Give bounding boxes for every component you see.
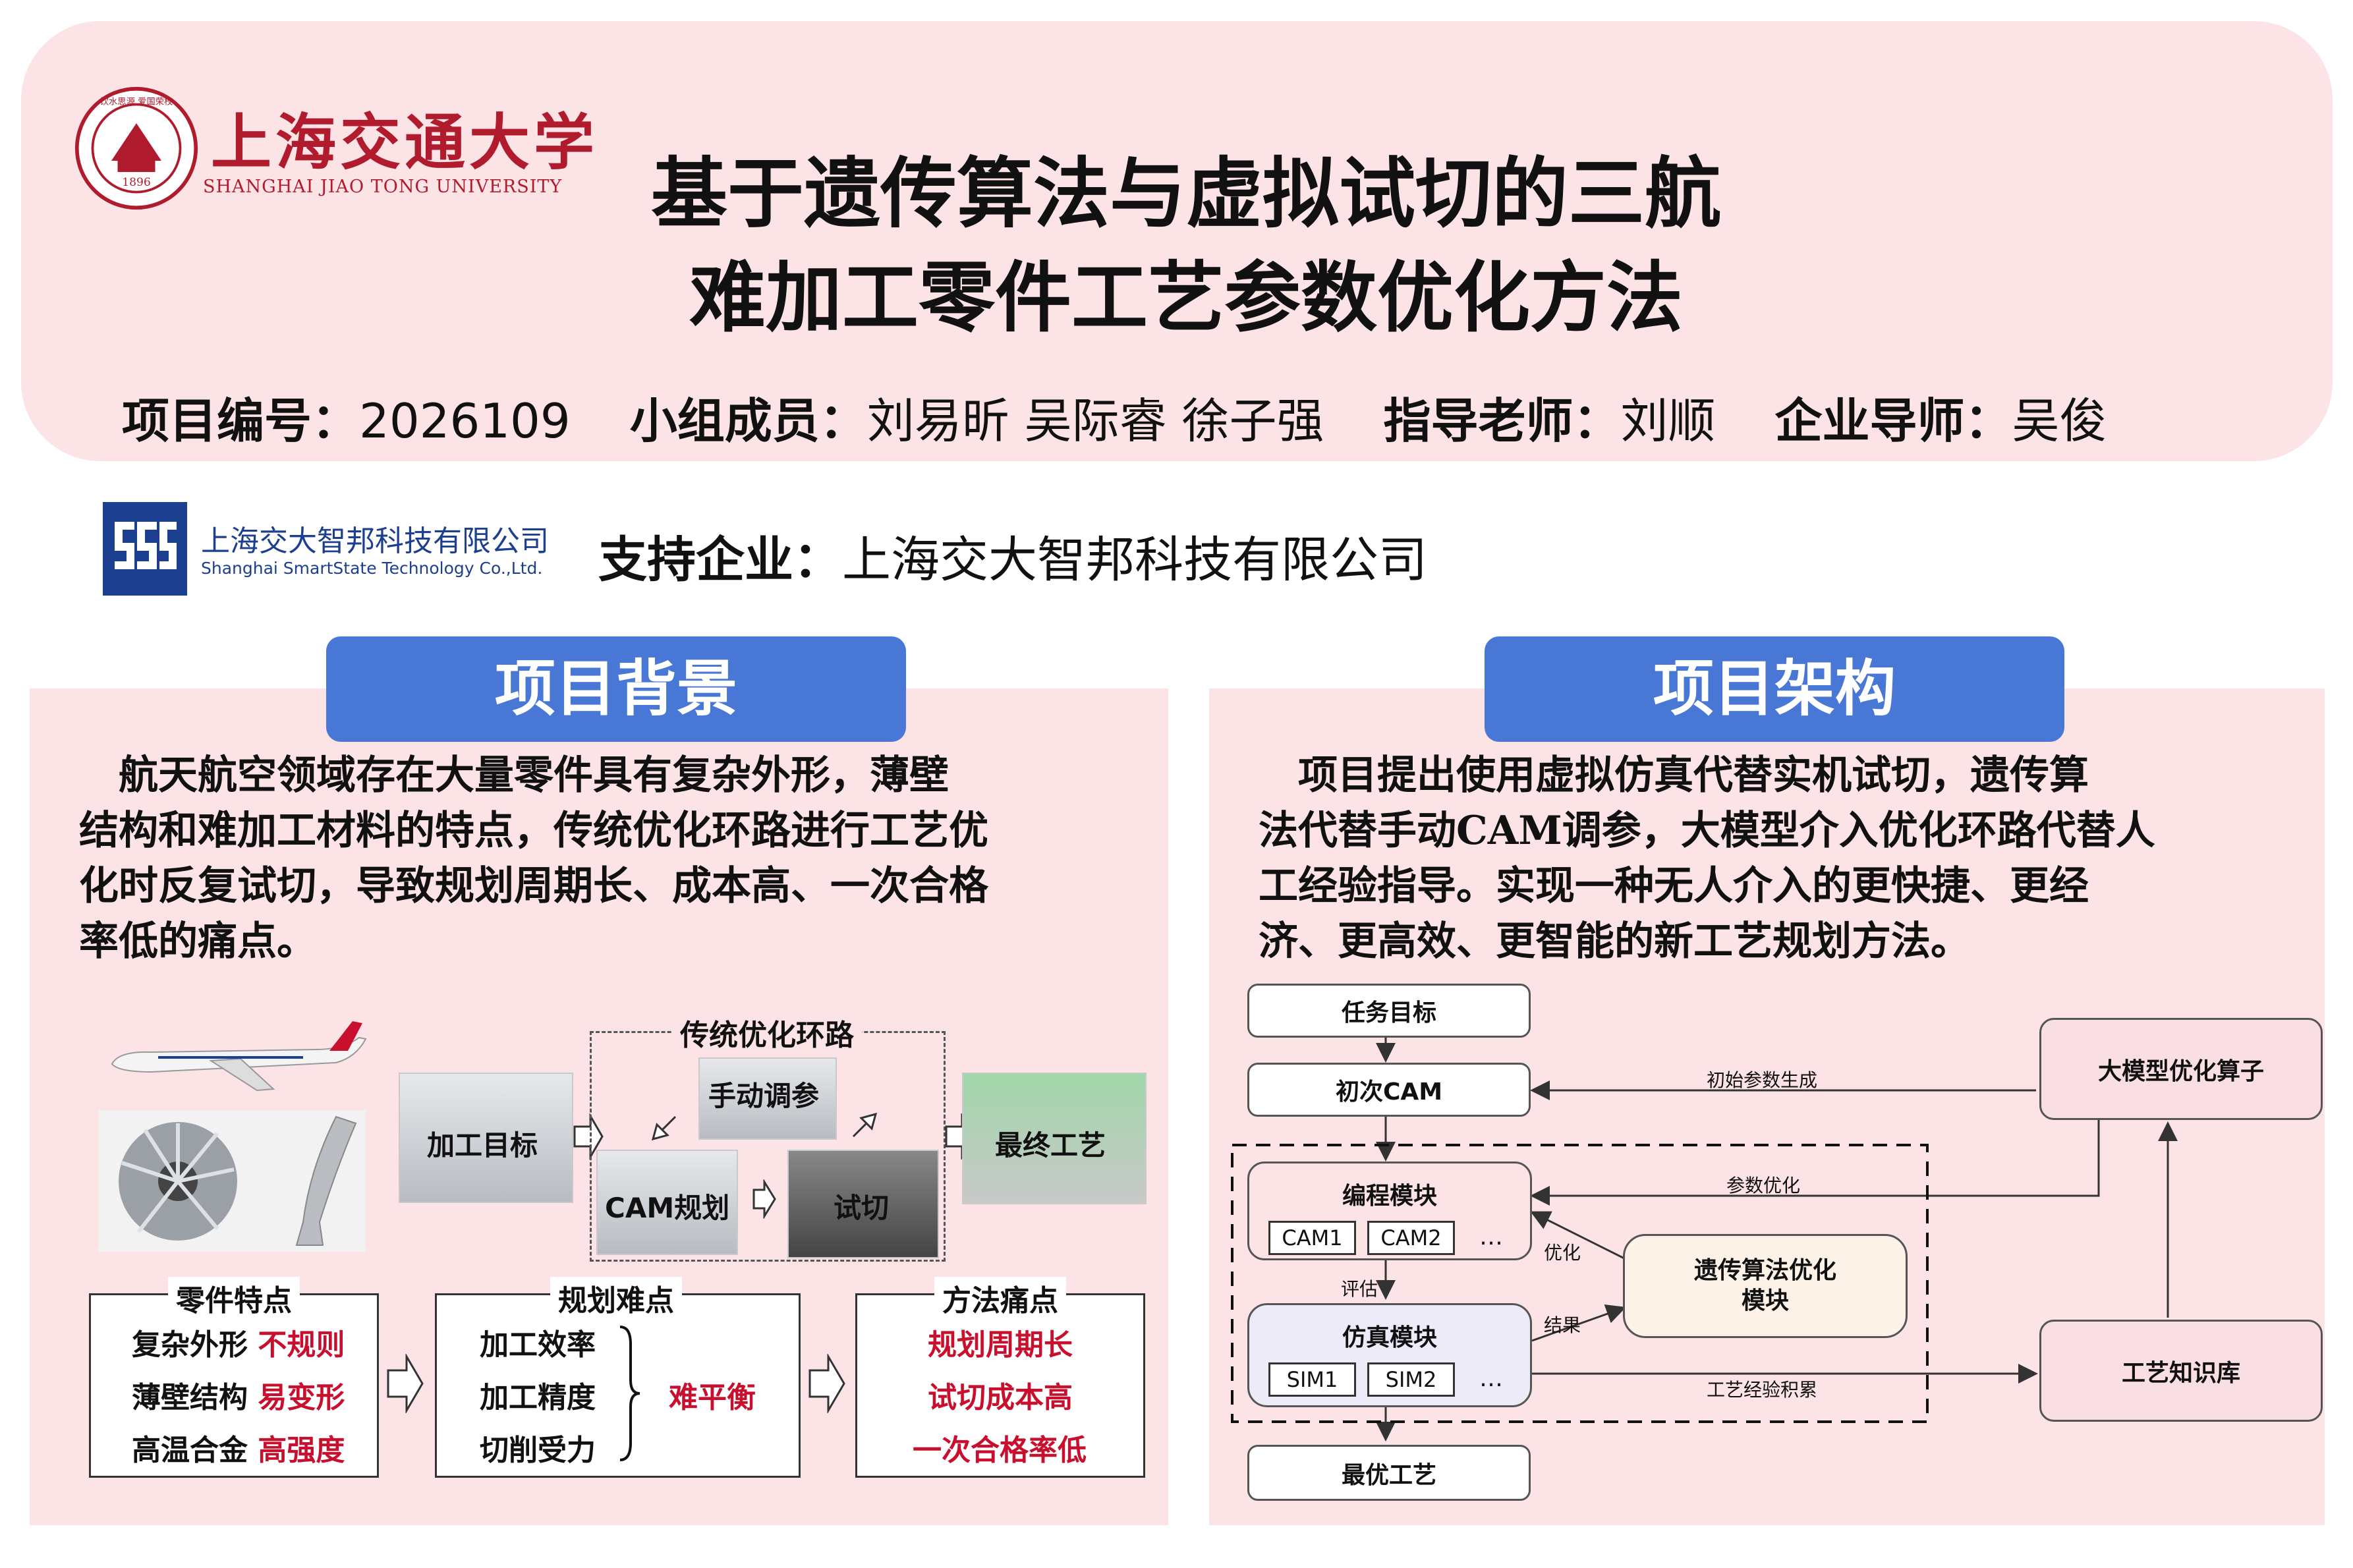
svg-text:1896: 1896 [122, 176, 151, 189]
final-process-image [962, 1073, 1147, 1204]
members-label: 小组成员： [629, 393, 867, 449]
brace-icon [619, 1326, 640, 1461]
sjtu-seal-icon: 1896 饮水思源 爱国荣校 [74, 86, 198, 210]
step-target: 加工目标 [427, 1129, 538, 1162]
trial-cut-image [787, 1150, 939, 1258]
architecture-paragraph: 项目提出使用虚拟仿真代替实机试切，遗传算 法代替手动CAM调参，大模型介入优化环… [1259, 752, 2155, 965]
feature-row: 薄壁结构 易变形 [132, 1381, 345, 1414]
task-goal-node: 任务目标 [1247, 984, 1531, 1038]
blade-image [257, 1110, 366, 1252]
mentor: 吴俊 [2012, 393, 2107, 449]
planning-difficulty-title: 规划难点 [550, 1277, 682, 1319]
arrow-loop-icon [752, 1179, 776, 1219]
manual-tuning-image [698, 1057, 837, 1140]
architecture-tab: 项目架构 [1485, 636, 2064, 742]
support-company: 支持企业：上海交大智邦科技有限公司 [598, 520, 1427, 591]
smartstate-logo-icon [103, 502, 187, 596]
architecture-connectors [1231, 1038, 2178, 1442]
method-pain-box [855, 1293, 1145, 1478]
sim-ellipsis: … [1479, 1365, 1503, 1392]
step-trial: 试切 [834, 1192, 890, 1224]
mentor-label: 企业导师： [1774, 393, 2012, 449]
cam-image [596, 1150, 738, 1255]
header-band [21, 21, 2333, 461]
arrow-loop-icon [651, 1115, 677, 1141]
arrow-right-icon [387, 1354, 424, 1413]
background-paragraph: 航天航空领域存在大量零件具有复杂外形，薄壁 结构和难加工材料的特点，传统优化环路… [79, 752, 988, 965]
knowledge-base-node: 工艺知识库 [2039, 1320, 2323, 1422]
part-features-title: 零件特点 [168, 1277, 300, 1319]
edge-label-evaluate: 评估 [1341, 1278, 1378, 1300]
cam1-chip: CAM1 [1268, 1221, 1356, 1255]
planning-difficulty-box [435, 1293, 801, 1478]
best-process-node: 最优工艺 [1247, 1445, 1531, 1501]
sjtu-name-en: SHANGHAI JIAO TONG UNIVERSITY [203, 177, 563, 197]
method-pain-title: 方法痛点 [934, 1277, 1066, 1319]
advisor: 刘顺 [1620, 393, 1716, 449]
cam2-chip: CAM2 [1367, 1221, 1455, 1255]
background-tab: 项目背景 [326, 636, 906, 742]
arrow-right-icon [808, 1354, 845, 1413]
feature-row: 高温合金 高强度 [132, 1434, 345, 1467]
ga-optimization-node: 遗传算法优化 模块 [1623, 1234, 1908, 1338]
edge-label-init-param: 初始参数生成 [1707, 1069, 1818, 1091]
difficulty-row: 切削受力 [480, 1434, 596, 1467]
target-part-image [399, 1073, 573, 1203]
llm-operator-node: 大模型优化算子 [2039, 1018, 2323, 1120]
sjtu-name-cn: 上海交通大学 [211, 107, 599, 178]
difficulty-result: 难平衡 [669, 1381, 756, 1414]
cam-ellipsis: … [1479, 1223, 1503, 1250]
poster-title-line1: 基于遗传算法与虚拟试切的三航 [651, 150, 1721, 238]
difficulty-row: 加工效率 [480, 1328, 596, 1362]
support-value: 上海交大智邦科技有限公司 [842, 532, 1427, 588]
svg-text:饮水思源 爱国荣校: 饮水思源 爱国荣校 [100, 96, 173, 107]
project-no: 2026109 [359, 393, 571, 449]
airplane-image [111, 1021, 367, 1092]
advisor-label: 指导老师： [1383, 393, 1621, 449]
pain-row: 一次合格率低 [913, 1434, 1087, 1467]
step-cam: CAM规划 [605, 1192, 730, 1224]
company-logo-cn: 上海交大智邦科技有限公司 [201, 524, 549, 558]
edge-label-optimize: 优化 [1544, 1242, 1581, 1264]
initial-cam-node: 初次CAM [1247, 1063, 1531, 1117]
difficulty-row: 加工精度 [480, 1381, 596, 1414]
project-meta: 项目编号：2026109 小组成员：刘易昕 吴际睿 徐子强 指导老师：刘顺 企业导师：… [122, 382, 2107, 451]
arrow-loop-icon [852, 1112, 878, 1138]
sim2-chip: SIM2 [1367, 1362, 1455, 1397]
members: 刘易昕 吴际睿 徐子强 [866, 393, 1324, 449]
support-label: 支持企业： [598, 532, 842, 588]
pain-row: 规划周期长 [928, 1328, 1073, 1362]
traditional-loop-title: 传统优化环路 [672, 1011, 862, 1053]
pain-row: 试切成本高 [928, 1381, 1073, 1414]
step-final: 最终工艺 [995, 1129, 1106, 1162]
poster-title-line2: 难加工零件工艺参数优化方法 [689, 254, 1683, 343]
step-manual: 手动调参 [708, 1080, 820, 1112]
sim1-chip: SIM1 [1268, 1362, 1356, 1397]
edge-label-result: 结果 [1544, 1314, 1581, 1336]
company-logo-en: Shanghai SmartState Technology Co.,Ltd. [201, 559, 543, 578]
project-no-label: 项目编号： [122, 393, 360, 449]
edge-label-accumulate: 工艺经验积累 [1707, 1379, 1818, 1401]
feature-row: 复杂外形 不规则 [132, 1328, 345, 1362]
edge-label-param-opt: 参数优化 [1726, 1175, 1801, 1196]
